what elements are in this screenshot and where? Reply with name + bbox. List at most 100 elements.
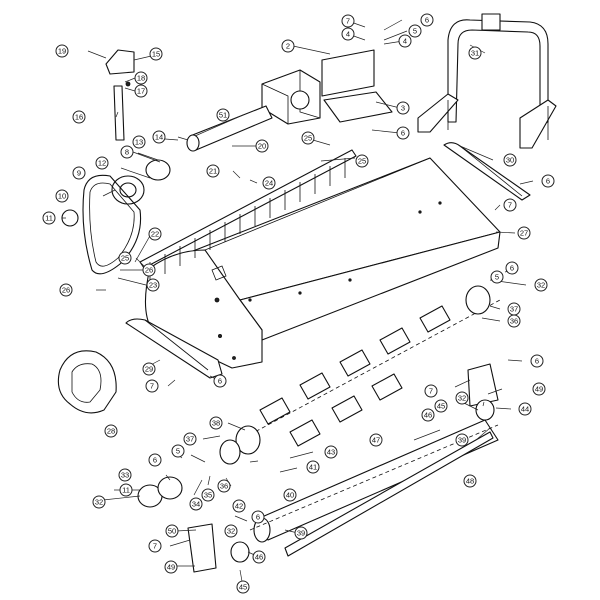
callout-3: 3 (396, 101, 410, 115)
callout-32: 32 (455, 391, 469, 405)
callout-33: 33 (118, 468, 132, 482)
svg-text:22: 22 (151, 230, 159, 239)
callout-28: 28 (104, 424, 118, 438)
svg-text:6: 6 (401, 129, 405, 138)
callout-45: 45 (236, 580, 250, 594)
svg-text:5: 5 (176, 447, 180, 456)
svg-text:32: 32 (458, 394, 466, 403)
callout-51: 51 (216, 108, 230, 122)
callout-38: 38 (209, 416, 223, 430)
callout-16: 16 (72, 110, 86, 124)
callout-21: 21 (206, 164, 220, 178)
callout-23: 23 (146, 278, 160, 292)
svg-text:6: 6 (535, 357, 539, 366)
callout-45: 45 (434, 399, 448, 413)
svg-text:26: 26 (145, 266, 153, 275)
callout-37: 37 (507, 302, 521, 316)
svg-text:39: 39 (458, 436, 466, 445)
side-plates-and-bearings (137, 363, 499, 573)
callout-32: 32 (224, 524, 238, 538)
svg-text:30: 30 (506, 156, 514, 165)
main-housing (144, 157, 501, 369)
callout-25: 25 (355, 154, 369, 168)
callout-29: 29 (142, 362, 156, 376)
svg-text:7: 7 (153, 542, 157, 551)
svg-text:46: 46 (255, 553, 263, 562)
callout-7: 7 (145, 379, 159, 393)
svg-text:4: 4 (346, 30, 350, 39)
svg-text:37: 37 (186, 435, 194, 444)
svg-text:27: 27 (520, 229, 528, 238)
svg-text:6: 6 (425, 16, 429, 25)
svg-text:25: 25 (121, 254, 129, 263)
svg-text:32: 32 (537, 281, 545, 290)
callout-2: 2 (281, 39, 295, 53)
left-skid (125, 318, 223, 379)
callout-49: 49 (164, 560, 178, 574)
three-point-hitch (417, 13, 557, 149)
callout-6: 6 (505, 261, 519, 275)
svg-text:21: 21 (209, 167, 217, 176)
callout-12: 12 (95, 156, 109, 170)
svg-text:36: 36 (510, 317, 518, 326)
svg-text:9: 9 (77, 169, 81, 178)
callout-50: 50 (165, 524, 179, 538)
svg-text:14: 14 (155, 133, 163, 142)
callout-40: 40 (283, 488, 297, 502)
callout-6: 6 (396, 126, 410, 140)
svg-text:36: 36 (220, 482, 228, 491)
svg-text:25: 25 (358, 157, 366, 166)
svg-text:18: 18 (137, 74, 145, 83)
callout-11: 11 (42, 211, 56, 225)
svg-text:6: 6 (546, 177, 550, 186)
callout-19: 19 (55, 44, 69, 58)
svg-text:50: 50 (168, 527, 176, 536)
svg-text:48: 48 (466, 477, 474, 486)
svg-text:32: 32 (95, 498, 103, 507)
callout-9: 9 (72, 166, 86, 180)
svg-text:25: 25 (304, 134, 312, 143)
svg-text:45: 45 (437, 402, 445, 411)
callout-30: 30 (503, 153, 517, 167)
roller-and-scraper (249, 419, 499, 557)
callout-27: 27 (517, 226, 531, 240)
svg-text:5: 5 (495, 273, 499, 282)
callout-7: 7 (503, 198, 517, 212)
callout-4: 4 (341, 27, 355, 41)
svg-text:47: 47 (372, 436, 380, 445)
callout-47: 47 (369, 433, 383, 447)
svg-text:46: 46 (424, 411, 432, 420)
callout-6: 6 (541, 174, 555, 188)
callout-10: 10 (55, 189, 69, 203)
callout-37: 37 (183, 432, 197, 446)
svg-text:17: 17 (137, 87, 145, 96)
callout-32: 32 (92, 495, 106, 509)
callout-7: 7 (424, 384, 438, 398)
callout-35: 35 (201, 488, 215, 502)
callout-41: 41 (306, 460, 320, 474)
svg-text:35: 35 (204, 491, 212, 500)
svg-text:39: 39 (297, 529, 305, 538)
svg-text:31: 31 (471, 49, 479, 58)
callout-44: 44 (518, 402, 532, 416)
callout-25: 25 (118, 251, 132, 265)
svg-text:49: 49 (535, 385, 543, 394)
callout-26: 26 (59, 283, 73, 297)
callout-31: 31 (468, 46, 482, 60)
callout-20: 20 (255, 139, 269, 153)
svg-text:44: 44 (521, 405, 529, 414)
svg-text:6: 6 (153, 456, 157, 465)
callout-4: 4 (398, 34, 412, 48)
callout-6: 6 (420, 13, 434, 27)
svg-text:37: 37 (510, 305, 518, 314)
svg-text:41: 41 (309, 463, 317, 472)
svg-text:43: 43 (327, 448, 335, 457)
svg-text:3: 3 (401, 104, 405, 113)
callout-5: 5 (171, 444, 185, 458)
callout-42: 42 (232, 499, 246, 513)
svg-text:29: 29 (145, 365, 153, 374)
svg-text:11: 11 (45, 214, 53, 223)
svg-text:15: 15 (152, 50, 160, 59)
callout-8: 8 (120, 145, 134, 159)
svg-text:23: 23 (149, 281, 157, 290)
